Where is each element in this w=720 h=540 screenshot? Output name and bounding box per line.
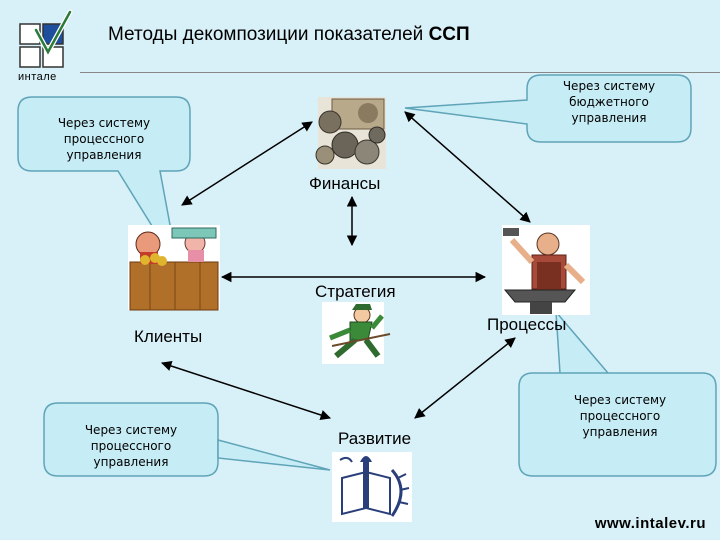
footer-url: www.intalev.ru (594, 515, 706, 532)
clients-market-image (128, 225, 220, 311)
arrow-clients-development (161, 360, 331, 421)
node-development-label: Развитие (338, 429, 412, 448)
arrow-finance-clients (181, 121, 313, 206)
node-finance-label: Финансы (309, 174, 381, 193)
callout-tail-bottom-left (217, 439, 331, 471)
callout-shape-bottom-left (43, 402, 219, 477)
node-processes-label: Процессы (487, 315, 567, 334)
node-strategy-label: Стратегия (315, 282, 396, 301)
callout-bottom-left: Через систему процессного управления (84, 423, 178, 469)
callout-top-left: Через систему процессного управления (57, 116, 151, 162)
slide-title: Методы декомпозиции показателей ССП (108, 24, 470, 46)
development-emblem-image (332, 452, 412, 522)
arrow-development-processes (414, 337, 516, 419)
arrow-finance-processes (404, 111, 531, 223)
processes-blacksmith-image (502, 225, 590, 315)
callout-shape-top-left (17, 96, 191, 269)
node-clients-label: Клиенты (134, 327, 203, 346)
header-divider (80, 72, 720, 73)
title-main: Методы декомпозиции показателей (108, 24, 429, 45)
callout-bottom-right: Через систему процессного управления (573, 393, 667, 439)
title-bold: ССП (428, 24, 470, 45)
callout-shape-bottom-right (518, 309, 717, 477)
callout-top-right: Через систему бюджетного управления (562, 79, 656, 125)
logo-text: интале (18, 71, 57, 83)
strategy-soldier-image (322, 302, 391, 364)
callout-shape-top-right (404, 74, 692, 143)
finance-coins-image (315, 97, 386, 169)
